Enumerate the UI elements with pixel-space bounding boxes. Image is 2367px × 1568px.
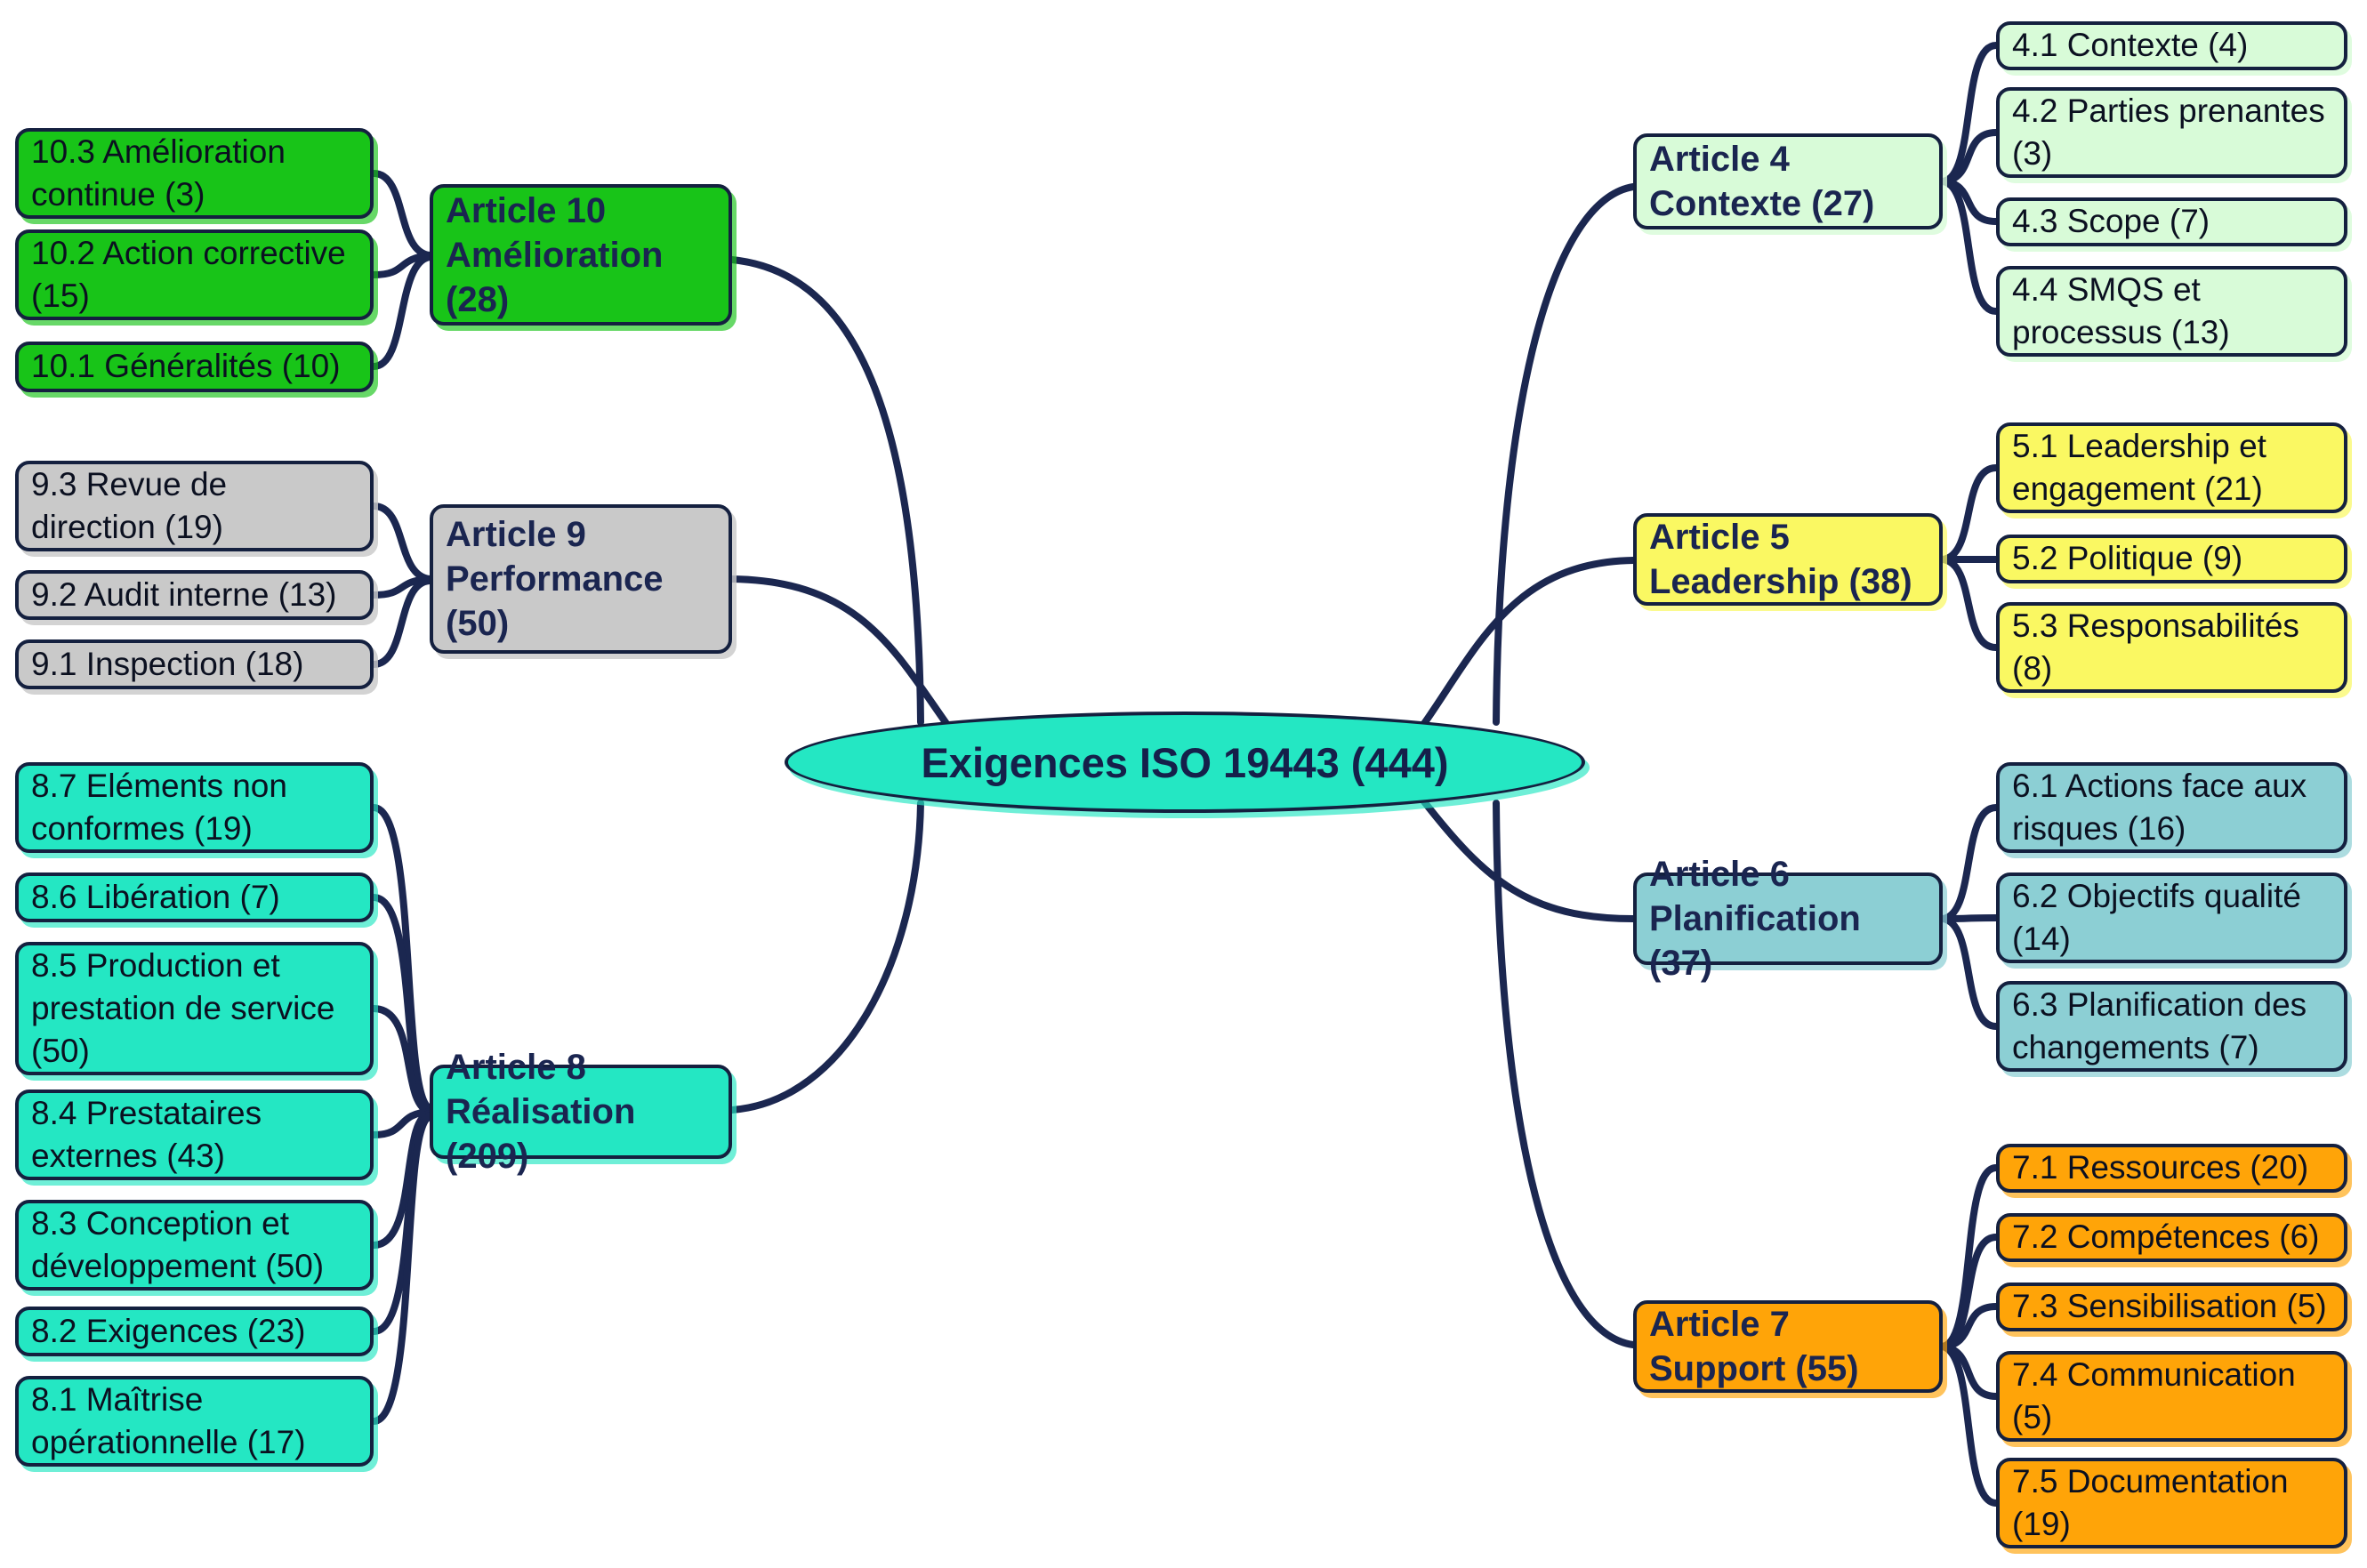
connector-a10-c103 bbox=[370, 170, 433, 259]
node-4-1[interactable]: 4.1 Contexte (4) bbox=[1996, 21, 2347, 70]
node-10-3[interactable]: 10.3 Amélioration continue (3) bbox=[15, 128, 374, 219]
node-8-3[interactable]: 8.3 Conception et développement (50) bbox=[15, 1200, 374, 1291]
node-article-10[interactable]: Article 10 Amélioration (28) bbox=[430, 184, 732, 326]
connector-a8-c82 bbox=[370, 1112, 433, 1335]
connector-a4-c41 bbox=[1939, 42, 2000, 185]
node-article-5[interactable]: Article 5 Leadership (38) bbox=[1633, 513, 1943, 606]
connector-root-article7 bbox=[1493, 800, 1637, 1348]
connector-a10-c101 bbox=[370, 253, 433, 370]
node-7-5[interactable]: 7.5 Documentation (19) bbox=[1996, 1458, 2347, 1548]
connector-a7-c75 bbox=[1939, 1343, 2000, 1507]
node-7-2[interactable]: 7.2 Compétences (6) bbox=[1996, 1213, 2347, 1262]
node-7-1[interactable]: 7.1 Ressources (20) bbox=[1996, 1144, 2347, 1193]
connector-a10-c102 bbox=[370, 252, 433, 278]
node-4-3[interactable]: 4.3 Scope (7) bbox=[1996, 197, 2347, 246]
node-article-4[interactable]: Article 4 Contexte (27) bbox=[1633, 133, 1943, 229]
node-4-4[interactable]: 4.4 SMQS et processus (13) bbox=[1996, 266, 2347, 357]
connector-a5-c53 bbox=[1939, 556, 2000, 651]
connector-root-article4 bbox=[1493, 183, 1637, 726]
node-5-3[interactable]: 5.3 Responsabilités (8) bbox=[1996, 602, 2347, 693]
connector-a8-c85 bbox=[370, 1005, 433, 1115]
connector-root-article5 bbox=[1420, 557, 1637, 728]
node-5-2[interactable]: 5.2 Politique (9) bbox=[1996, 535, 2347, 583]
node-9-1[interactable]: 9.1 Inspection (18) bbox=[15, 639, 374, 689]
connector-a8-c84 bbox=[370, 1108, 433, 1138]
node-10-1[interactable]: 10.1 Généralités (10) bbox=[15, 342, 374, 392]
node-10-2[interactable]: 10.2 Action corrective (15) bbox=[15, 229, 374, 320]
connector-a8-c86 bbox=[370, 894, 433, 1114]
connector-a9-c93 bbox=[370, 503, 433, 583]
node-8-2[interactable]: 8.2 Exigences (23) bbox=[15, 1307, 374, 1356]
connector-root-article9 bbox=[729, 575, 951, 728]
node-6-3[interactable]: 6.3 Planification des changements (7) bbox=[1996, 981, 2347, 1072]
node-9-3[interactable]: 9.3 Revue de direction (19) bbox=[15, 461, 374, 551]
node-7-3[interactable]: 7.3 Sensibilisation (5) bbox=[1996, 1283, 2347, 1331]
node-6-1[interactable]: 6.1 Actions face aux risques (16) bbox=[1996, 762, 2347, 853]
connector-root-article8 bbox=[729, 800, 924, 1114]
node-6-2[interactable]: 6.2 Objectifs qualité (14) bbox=[1996, 872, 2347, 963]
connector-root-article6 bbox=[1420, 797, 1637, 922]
node-article-6[interactable]: Article 6 Planification (37) bbox=[1633, 855, 1943, 983]
connector-a5-c51 bbox=[1939, 464, 2000, 563]
node-8-5[interactable]: 8.5 Production et prestation de service … bbox=[15, 942, 374, 1075]
node-8-1[interactable]: 8.1 Maîtrise opérationnelle (17) bbox=[15, 1376, 374, 1467]
node-8-4[interactable]: 8.4 Prestataires externes (43) bbox=[15, 1090, 374, 1180]
connector-a9-c91 bbox=[370, 577, 433, 668]
node-8-6[interactable]: 8.6 Libération (7) bbox=[15, 872, 374, 922]
connector-a7-c73 bbox=[1939, 1303, 2000, 1350]
node-9-2[interactable]: 9.2 Audit interne (13) bbox=[15, 570, 374, 620]
node-article-7[interactable]: Article 7 Support (55) bbox=[1633, 1300, 1943, 1393]
node-7-4[interactable]: 7.4 Communication (5) bbox=[1996, 1351, 2347, 1442]
connector-root-article10 bbox=[729, 256, 924, 726]
connector-a4-c42 bbox=[1939, 129, 2000, 185]
node-article-9[interactable]: Article 9 Performance (50) bbox=[430, 504, 732, 654]
connector-a6-c63 bbox=[1939, 915, 2000, 1030]
node-article-8[interactable]: Article 8 Réalisation (209) bbox=[430, 1048, 732, 1176]
node-4-2[interactable]: 4.2 Parties prenantes (3) bbox=[1996, 87, 2347, 178]
node-8-7[interactable]: 8.7 Eléments non conformes (19) bbox=[15, 762, 374, 853]
connector-a6-c61 bbox=[1939, 804, 2000, 922]
connector-a4-c44 bbox=[1939, 178, 2000, 315]
root-node[interactable]: Exigences ISO 19443 (444) bbox=[785, 712, 1585, 813]
connector-a8-c81 bbox=[370, 1114, 433, 1425]
node-5-1[interactable]: 5.1 Leadership et engagement (21) bbox=[1996, 422, 2347, 513]
